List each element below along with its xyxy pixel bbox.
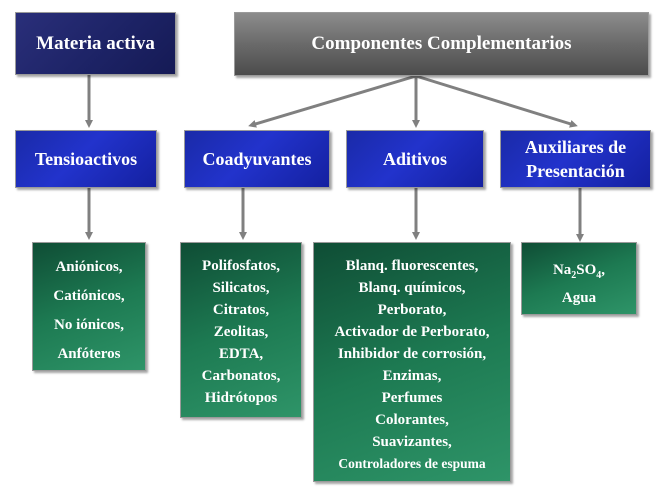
auxiliares-box: Auxiliares de Presentación <box>500 130 651 188</box>
list-item: Zeolitas, <box>213 324 269 340</box>
aditivos-label: Aditivos <box>382 148 447 169</box>
list-item: Blanq. fluorescentes, <box>345 258 479 274</box>
list-item: Silicatos, <box>212 280 270 296</box>
list-item: Colorantes, <box>375 412 449 428</box>
list-item: Catiónicos, <box>53 288 125 304</box>
list-item: Agua <box>561 290 597 306</box>
list-item: Inhibidor de corrosión, <box>337 346 487 362</box>
aditivos-box: Aditivos <box>346 130 484 188</box>
tensioactivos-list-box: Aniónicos, Catiónicos, No iónicos, Anfót… <box>32 242 146 371</box>
list-item: Citratos, <box>212 302 270 318</box>
list-item: Controladores de espuma <box>338 456 486 471</box>
coadyuvantes-list-box: Polifosfatos, Silicatos, Citratos, Zeoli… <box>180 242 302 418</box>
list-item: Suavizantes, <box>372 434 452 450</box>
aditivos-list-box: Blanq. fluorescentes, Blanq. químicos, P… <box>313 242 511 482</box>
list-item: Carbonatos, <box>201 368 281 384</box>
formula-subscript-4: 4 <box>596 270 602 281</box>
list-item: Enzimas, <box>382 368 442 384</box>
coadyuvantes-label: Coadyuvantes <box>202 148 312 169</box>
list-item: No iónicos, <box>53 317 124 333</box>
list-item: Aniónicos, <box>55 259 123 275</box>
list-item: Hidrótopos <box>204 390 278 406</box>
list-item: EDTA, <box>218 346 264 362</box>
formula-comma: , <box>601 262 606 278</box>
list-item: Activador de Perborato, <box>334 324 490 340</box>
formula-na: Na <box>552 262 572 278</box>
coadyuvantes-box: Coadyuvantes <box>184 130 330 188</box>
auxiliares-list-box: Na2SO4, Agua <box>521 242 637 315</box>
list-item: Anfóteros <box>57 346 121 362</box>
tensioactivos-label: Tensioactivos <box>34 148 138 169</box>
componentes-complementarios-label: Componentes Complementarios <box>311 33 572 54</box>
list-item: Blanq. químicos, <box>358 280 466 296</box>
tensioactivos-box: Tensioactivos <box>15 130 157 188</box>
sodium-sulfate-formula: Na2SO4, <box>553 259 605 287</box>
componentes-complementarios-box: Componentes Complementarios <box>234 12 649 76</box>
materia-activa-label: Materia activa <box>36 32 155 54</box>
materia-activa-box: Materia activa <box>15 12 176 75</box>
list-item: Polifosfatos, <box>202 258 280 274</box>
list-item: Perfumes <box>381 390 443 406</box>
auxiliares-label-line2: Presentación <box>526 161 625 181</box>
arrow-componentes-to-coadyuvantes <box>248 74 417 128</box>
list-item: Perborato, <box>377 302 447 318</box>
auxiliares-label-line1: Auxiliares de <box>524 137 627 157</box>
formula-subscript-2: 2 <box>571 270 577 281</box>
arrow-componentes-to-auxiliares <box>415 74 578 128</box>
formula-so: SO <box>576 262 597 278</box>
